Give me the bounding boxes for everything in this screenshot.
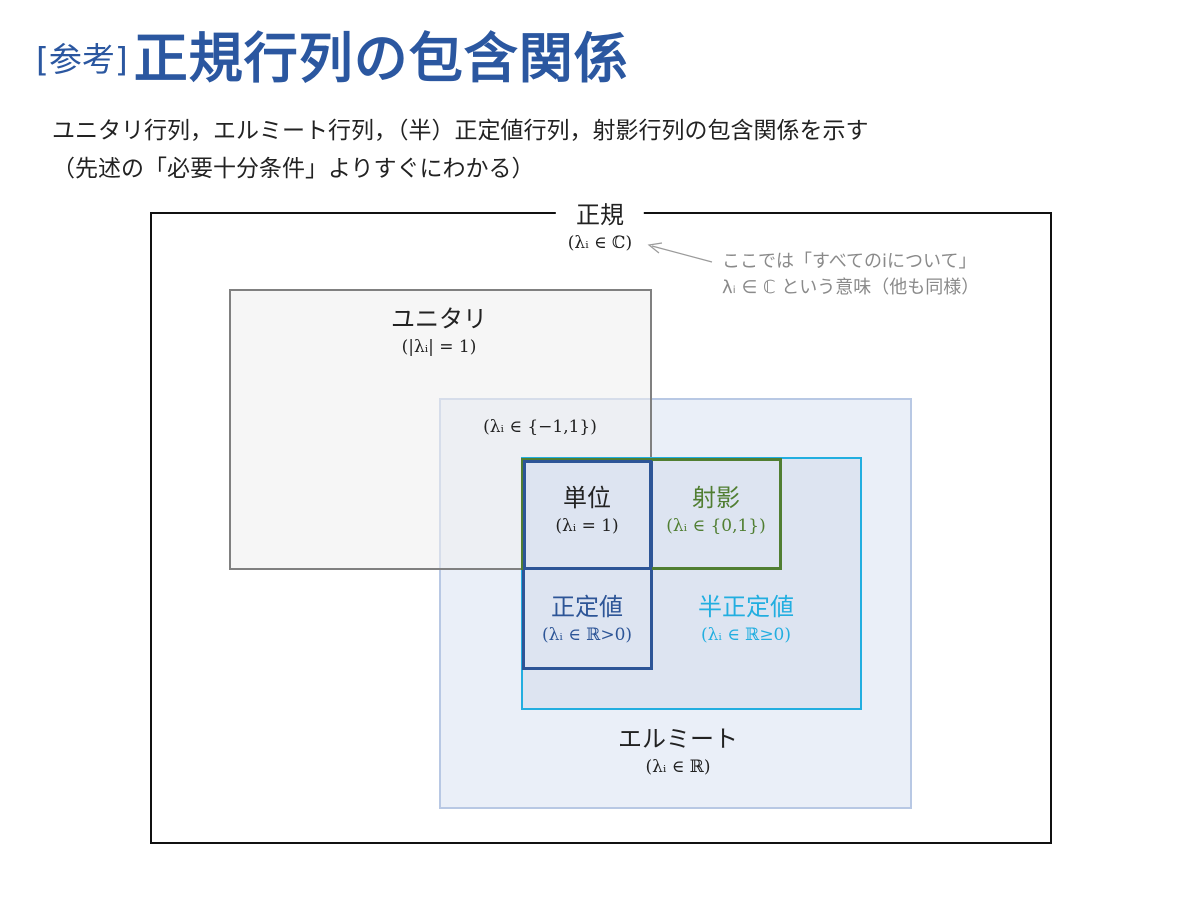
- hermite-name: エルミート: [618, 725, 738, 753]
- annotation-note: ここでは「すべてのiについて」 λᵢ ∈ ℂ という意味（他も同様）: [722, 249, 979, 301]
- subtitle: ユニタリ行列，エルミート行列，（半）正定値行列，射影行列の包含関係を示す （先述…: [52, 112, 869, 188]
- positive-definite-condition: (λᵢ ∈ ℝ>0): [541, 625, 633, 645]
- unitary-label: ユニタリ (|λᵢ| = 1): [391, 304, 487, 360]
- projection-label: 射影 (λᵢ ∈ {0,1}): [666, 483, 766, 539]
- page-title: [参考]正規行列の包含関係: [36, 14, 629, 93]
- annotation-line-2: λᵢ ∈ ℂ という意味（他も同様）: [722, 277, 980, 298]
- unitary-name: ユニタリ: [391, 305, 487, 333]
- normal-condition: (λᵢ ∈ ℂ): [567, 233, 633, 253]
- annotation-line-1: ここでは「すべてのiについて」: [722, 251, 977, 272]
- positive-semidefinite-condition: (λᵢ ∈ ℝ≥0): [700, 625, 792, 645]
- subtitle-line-1: ユニタリ行列，エルミート行列，（半）正定値行列，射影行列の包含関係を示す: [52, 118, 869, 144]
- projection-name: 射影: [692, 484, 740, 512]
- unitary-hermite-condition: (λᵢ ∈ {−1,1}): [483, 417, 597, 437]
- unitary-condition: (|λᵢ| = 1): [401, 337, 477, 357]
- hermite-label: エルミート (λᵢ ∈ ℝ): [618, 724, 738, 780]
- subtitle-line-2: （先述の「必要十分条件」よりすぐにわかる）: [52, 156, 535, 182]
- identity-label: 単位 (λᵢ = 1): [555, 483, 618, 539]
- positive-semidefinite-name: 半正定値: [698, 593, 794, 621]
- positive-definite-name: 正定値: [550, 593, 623, 621]
- identity-set-box: [523, 460, 652, 570]
- identity-condition: (λᵢ = 1): [555, 516, 619, 536]
- hermite-condition: (λᵢ ∈ ℝ): [645, 757, 711, 777]
- projection-condition: (λᵢ ∈ {0,1}): [666, 516, 766, 536]
- positive-semidefinite-label: 半正定値 (λᵢ ∈ ℝ≥0): [698, 592, 794, 648]
- title-tag: [参考]: [36, 40, 128, 79]
- title-main: 正規行列の包含関係: [133, 27, 629, 90]
- normal-label: 正規 (λᵢ ∈ ℂ): [555, 200, 645, 256]
- unitary-hermite-label: (λᵢ ∈ {−1,1}): [483, 414, 597, 440]
- positive-definite-label: 正定値 (λᵢ ∈ ℝ>0): [542, 592, 632, 648]
- identity-name: 単位: [562, 484, 611, 512]
- normal-name: 正規: [575, 201, 624, 229]
